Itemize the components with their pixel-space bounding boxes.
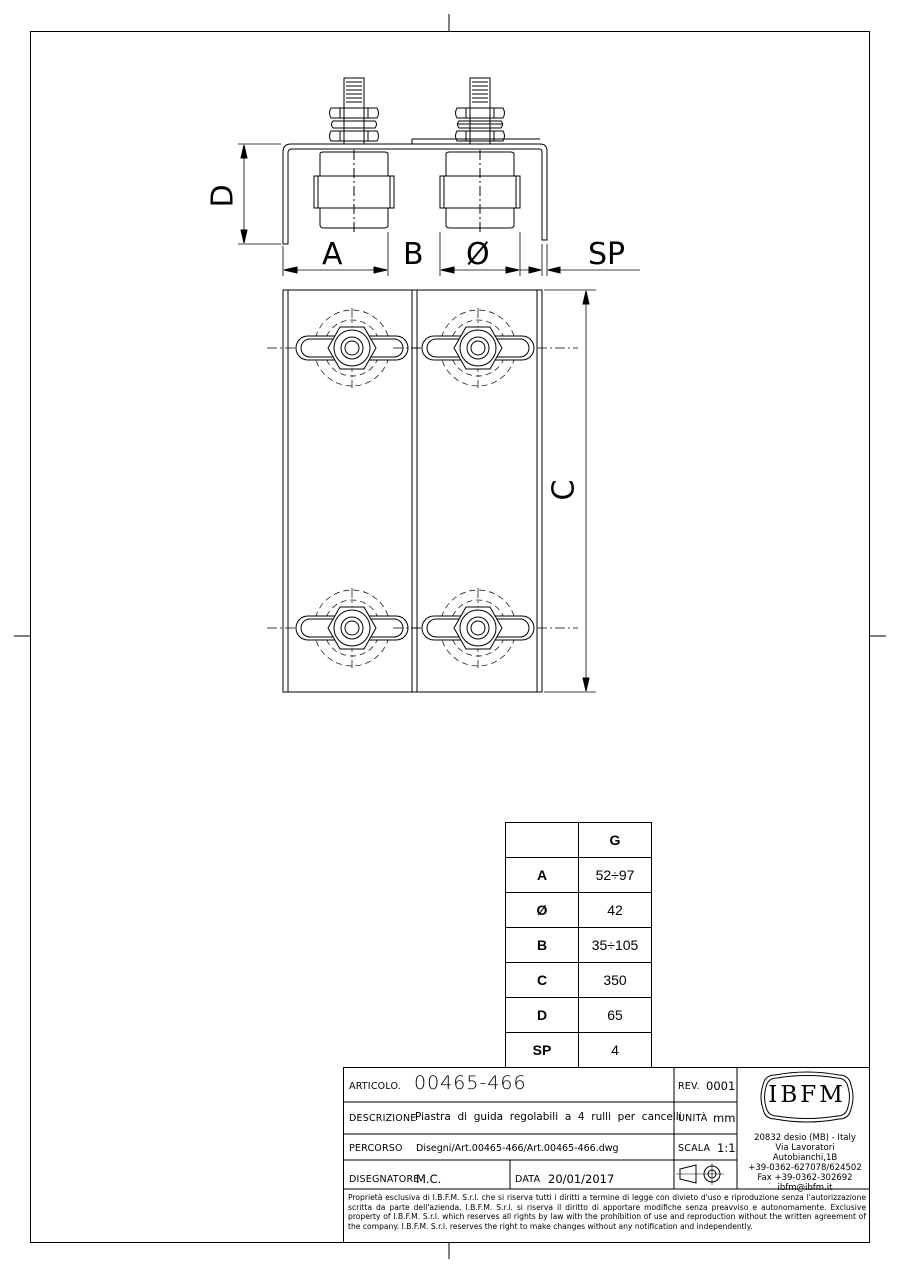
data-value: 20/01/2017	[548, 1172, 615, 1186]
table-row-key: D	[505, 997, 579, 1033]
unita-value: mm	[713, 1111, 736, 1125]
company-address: 20832 desio (MB) - Italy Via Lavoratori …	[742, 1133, 868, 1193]
table-row-key: Ø	[505, 892, 579, 928]
table-row-key: SP	[505, 1032, 579, 1068]
address-line: Fax +39-0362-302692	[757, 1173, 853, 1183]
table-row-value: 35÷105	[578, 927, 652, 963]
data-label: DATA	[515, 1174, 541, 1185]
bolt-top-right	[393, 308, 578, 388]
disegnatore-value: M.C.	[416, 1172, 442, 1186]
descrizione-value: Piastra di guida regolabili a 4 rulli pe…	[415, 1111, 682, 1123]
logo-text: IBFM	[768, 1082, 846, 1108]
dimensions-table: G A 52÷97 Ø 42 B 35÷105 C 350 D 65 SP 4	[505, 822, 652, 1068]
disegnatore-label: DISEGNATORE	[349, 1174, 420, 1185]
left-roller	[313, 77, 395, 235]
scala-label: SCALA	[678, 1143, 711, 1154]
dim-label-d: D	[205, 184, 241, 208]
table-header-row: G	[505, 822, 652, 858]
address-line: 20832 desio (MB) - Italy	[754, 1133, 856, 1143]
table-row-value: 4	[578, 1032, 652, 1068]
frame-center-marks	[14, 14, 886, 1259]
table-column-header: G	[578, 822, 652, 858]
unita-label: UNITÀ	[678, 1113, 708, 1124]
scala-value: 1:1	[717, 1141, 736, 1155]
table-row: D 65	[505, 997, 652, 1033]
bolt-bottom-right	[393, 588, 578, 668]
table-row-value: 42	[578, 892, 652, 928]
dim-label-b: B	[403, 237, 424, 272]
address-line: Via Lavoratori Autobianchi,1B	[772, 1143, 838, 1163]
table-row-key: C	[505, 962, 579, 998]
percorso-label: PERCORSO	[349, 1143, 403, 1154]
table-row-value: 65	[578, 997, 652, 1033]
side-view	[238, 77, 640, 276]
bolt-bottom-left	[267, 588, 437, 668]
dim-label-sp: SP	[588, 237, 626, 272]
table-row: C 350	[505, 962, 652, 998]
descrizione-label: DESCRIZIONE	[349, 1113, 417, 1124]
table-row: SP 4	[505, 1032, 652, 1068]
table-row-key: A	[505, 857, 579, 893]
dim-label-phi: Ø	[466, 237, 490, 272]
articolo-label: ARTICOLO.	[349, 1081, 401, 1092]
legal-notice: Proprietà esclusiva di I.B.F.M. S.r.l. c…	[348, 1193, 866, 1231]
title-block-grid	[343, 1067, 870, 1190]
right-roller	[439, 77, 521, 235]
table-row-value: 350	[578, 962, 652, 998]
rev-label: REV.	[678, 1081, 700, 1092]
dim-label-a: A	[322, 237, 343, 272]
ibfm-logo: IBFM	[757, 1071, 857, 1123]
projection-symbol-icon	[676, 1163, 724, 1185]
address-line: +39-0362-627078/624502	[748, 1163, 862, 1173]
bolt-top-left	[267, 308, 437, 388]
table-corner-cell	[505, 822, 579, 858]
table-row-value: 52÷97	[578, 857, 652, 893]
table-row: B 35÷105	[505, 927, 652, 963]
front-view	[267, 289, 596, 693]
address-line: ibfm@ibfm.it	[777, 1183, 833, 1193]
table-row: A 52÷97	[505, 857, 652, 893]
rev-value: 0001	[706, 1079, 736, 1093]
table-row: Ø 42	[505, 892, 652, 928]
title-block	[343, 1067, 870, 1243]
dim-label-c: C	[546, 479, 582, 501]
articolo-value: 00465-466	[414, 1072, 527, 1094]
table-row-key: B	[505, 927, 579, 963]
percorso-value: Disegni/Art.00465-466/Art.00465-466.dwg	[416, 1143, 619, 1154]
